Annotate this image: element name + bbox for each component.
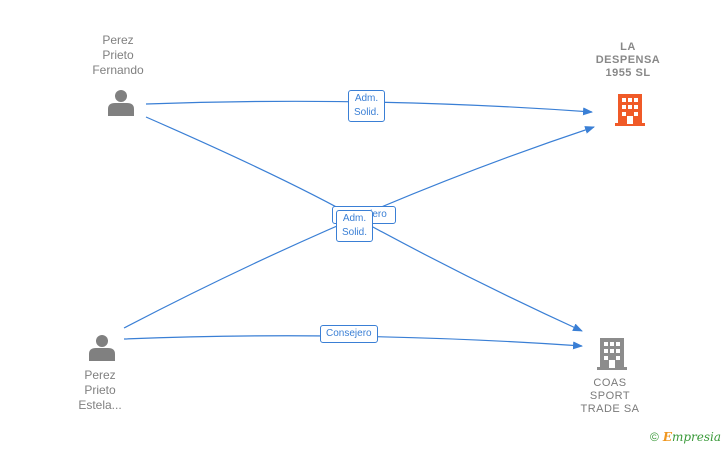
edge-label-fernando-despensa[interactable]: Adm. Solid. xyxy=(348,90,386,122)
building-icon[interactable] xyxy=(597,336,627,375)
copyright-icon: © xyxy=(650,430,659,444)
brand-initial: E xyxy=(662,430,672,444)
building-icon[interactable] xyxy=(615,92,645,131)
brand-name: mpresia xyxy=(672,430,722,444)
person-estela-label[interactable]: Perez Prieto Estela... xyxy=(78,368,122,412)
company-coas-sport-label[interactable]: COAS SPORT TRADE SA xyxy=(580,377,640,415)
brand-footer[interactable]: ©Empresia xyxy=(650,430,721,444)
person-icon[interactable] xyxy=(88,333,116,366)
person-icon[interactable] xyxy=(107,88,135,121)
company-la-despensa-label[interactable]: LA DESPENSA 1955 SL xyxy=(595,41,661,79)
edge-label-estela-despensa[interactable]: Adm. Solid. xyxy=(336,210,374,242)
person-fernando-label[interactable]: Perez Prieto Fernando xyxy=(92,33,144,77)
edge-label-estela-coas[interactable]: Consejero xyxy=(320,325,378,343)
